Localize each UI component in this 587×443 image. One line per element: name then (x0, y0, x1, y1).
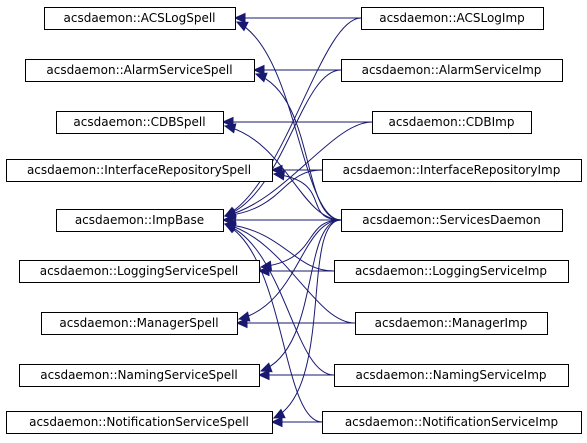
edge-cdbimp-to-impbase (224, 121, 373, 217)
class-node-label: acsdaemon::NamingServiceSpell (40, 368, 238, 382)
edge-notificationserviceimp-to-notificationservicespell-arrowhead (270, 416, 283, 428)
class-node-box (56, 209, 224, 232)
edge-alarmserviceimp-to-impbase (224, 69, 342, 217)
edge-servicesdaemon-to-managerspell (238, 219, 342, 320)
class-node-naming-service-spell[interactable]: acsdaemon::NamingServiceSpell (19, 364, 260, 387)
class-node-services-daemon[interactable]: acsdaemon::ServicesDaemon (341, 209, 563, 232)
class-node-label: acsdaemon::NamingServiceImp (355, 368, 546, 382)
edge-managerimp-to-managerspell-arrowhead (235, 317, 248, 329)
edge-acslogimp-to-impbase (224, 17, 362, 217)
edge-namingserviceimp-to-impbase (224, 223, 335, 376)
class-node-box (322, 411, 582, 434)
edge-servicesdaemon-to-acslogspell (236, 21, 342, 221)
edge-servicesdaemon-to-cdbspell-arrowhead (223, 123, 237, 134)
class-node-label: acsdaemon::ManagerSpell (59, 316, 218, 330)
class-node-box (19, 260, 260, 283)
class-node-interface-repository-spell[interactable]: acsdaemon::InterfaceRepositorySpell (6, 159, 273, 182)
edge-alarmserviceimp-to-alarmservicespell-arrowhead (252, 64, 265, 76)
class-node-label: acsdaemon::LoggingServiceImp (355, 264, 547, 278)
class-node-acslog-spell[interactable]: acsdaemon::ACSLogSpell (44, 7, 236, 30)
edge-interfacerepositoryimp-to-impbase (224, 169, 323, 217)
class-node-alarm-service-imp[interactable]: acsdaemon::AlarmServiceImp (341, 59, 563, 82)
class-node-box (25, 59, 255, 82)
edge-servicesdaemon-to-namingservicespell-arrowhead (259, 362, 273, 373)
edge-acslogimp-to-acslogspell-arrowhead (233, 12, 246, 24)
class-node-box (44, 7, 236, 30)
class-node-label: acsdaemon::ACSLogImp (379, 11, 525, 25)
edge-loggingserviceimp-to-impbase (224, 223, 335, 272)
class-node-label: acsdaemon::CDBSpell (73, 115, 205, 129)
edge-servicesdaemon-to-cdbspell (224, 125, 342, 221)
nodes-layer: acsdaemon::ACSLogSpellacsdaemon::AlarmSe… (6, 7, 582, 434)
class-node-interface-repository-imp[interactable]: acsdaemon::InterfaceRepositoryImp (322, 159, 582, 182)
class-node-label: acsdaemon::NotificationServiceImp (345, 415, 558, 429)
class-node-label: acsdaemon::LoggingServiceSpell (40, 264, 239, 278)
edge-managerimp-to-impbase (224, 223, 356, 324)
edges-layer (221, 12, 373, 428)
class-node-notification-service-spell[interactable]: acsdaemon::NotificationServiceSpell (6, 411, 273, 434)
class-node-label: acsdaemon::InterfaceRepositorySpell (27, 163, 251, 177)
class-node-label: acsdaemon::ServicesDaemon (362, 213, 541, 227)
edge-servicesdaemon-to-notificationservicespell (273, 219, 342, 419)
class-node-box (56, 111, 224, 134)
class-node-cdbspell[interactable]: acsdaemon::CDBSpell (56, 111, 224, 134)
class-node-box (19, 364, 260, 387)
class-node-notification-service-imp[interactable]: acsdaemon::NotificationServiceImp (322, 411, 582, 434)
edge-notificationserviceimp-to-impbase (224, 223, 323, 423)
class-node-box (334, 364, 569, 387)
class-node-cdbimp[interactable]: acsdaemon::CDBImp (372, 111, 532, 134)
class-node-box (341, 209, 563, 232)
edge-namingserviceimp-to-namingservicespell-arrowhead (257, 369, 270, 381)
class-node-logging-service-imp[interactable]: acsdaemon::LoggingServiceImp (334, 260, 569, 283)
edge-servicesdaemon-to-loggingservicespell (260, 219, 342, 268)
class-node-box (322, 159, 582, 182)
edge-servicesdaemon-to-alarmservicespell-arrowhead (254, 72, 268, 83)
class-node-naming-service-imp[interactable]: acsdaemon::NamingServiceImp (334, 364, 569, 387)
class-node-label: acsdaemon::AlarmServiceImp (362, 63, 542, 77)
edge-servicesdaemon-to-interfacerepositoryspell (273, 173, 342, 221)
class-node-manager-imp[interactable]: acsdaemon::ManagerImp (355, 312, 548, 335)
edge-interfacerepositoryimp-to-impbase-arrowhead (223, 209, 237, 221)
class-node-label: acsdaemon::ImpBase (75, 213, 204, 227)
class-node-label: acsdaemon::AlarmServiceSpell (46, 63, 232, 77)
class-node-label: acsdaemon::InterfaceRepositoryImp (343, 163, 561, 177)
class-node-acslog-imp[interactable]: acsdaemon::ACSLogImp (361, 7, 544, 30)
edge-cdbimp-to-cdbspell-arrowhead (221, 116, 234, 128)
class-node-imp-base[interactable]: acsdaemon::ImpBase (56, 209, 224, 232)
class-node-alarm-service-spell[interactable]: acsdaemon::AlarmServiceSpell (25, 59, 255, 82)
class-node-box (6, 411, 273, 434)
class-node-box (6, 159, 273, 182)
class-node-label: acsdaemon::ManagerImp (375, 316, 528, 330)
class-node-box (355, 312, 548, 335)
class-node-logging-service-spell[interactable]: acsdaemon::LoggingServiceSpell (19, 260, 260, 283)
edge-servicesdaemon-to-interfacerepositoryspell-arrowhead (272, 169, 286, 181)
class-node-label: acsdaemon::NotificationServiceSpell (29, 415, 249, 429)
edge-servicesdaemon-to-managerspell-arrowhead (237, 311, 251, 322)
class-node-box (372, 111, 532, 134)
edge-notificationserviceimp-to-impbase-arrowhead (223, 223, 237, 234)
edge-servicesdaemon-to-alarmservicespell (255, 73, 342, 221)
class-node-box (41, 312, 238, 335)
edge-servicesdaemon-to-namingservicespell (260, 219, 342, 372)
class-node-box (334, 260, 569, 283)
edge-servicesdaemon-to-acslogspell-arrowhead (235, 21, 249, 32)
class-node-manager-spell[interactable]: acsdaemon::ManagerSpell (41, 312, 238, 335)
class-node-label: acsdaemon::CDBImp (389, 115, 515, 129)
class-node-label: acsdaemon::ACSLogSpell (64, 11, 216, 25)
class-node-box (361, 7, 544, 30)
class-node-box (341, 59, 563, 82)
edge-servicesdaemon-to-notificationservicespell-arrowhead (272, 408, 286, 419)
